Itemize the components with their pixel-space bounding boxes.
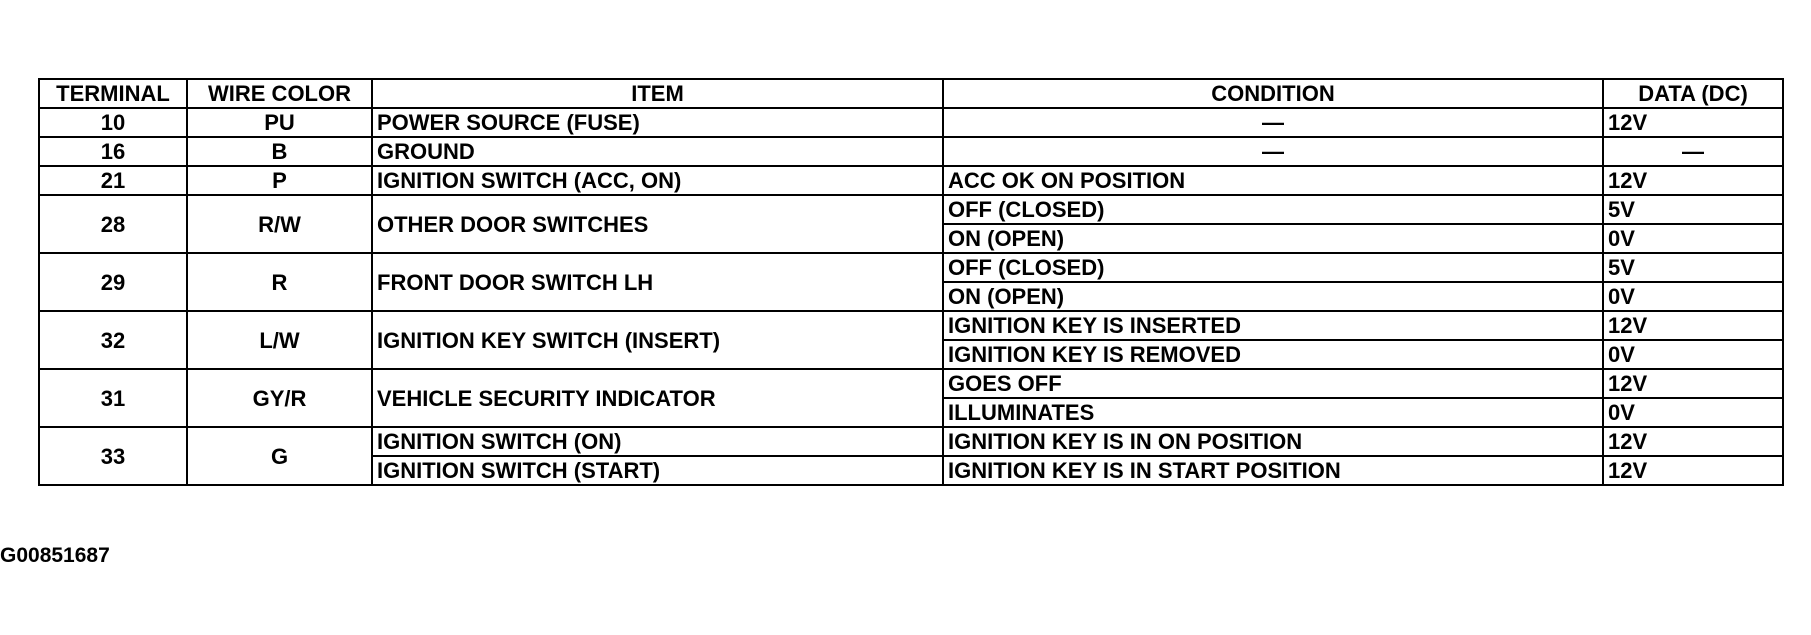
table-row: 29 R FRONT DOOR SWITCH LH OFF (CLOSED) 5… bbox=[38, 252, 1784, 312]
header-data: DATA (DC) bbox=[1602, 78, 1784, 109]
terminal-cell: 28 bbox=[38, 194, 188, 254]
wire-cell: L/W bbox=[186, 310, 373, 370]
condition-cell: ON (OPEN) bbox=[942, 223, 1604, 254]
terminal-cell: 10 bbox=[38, 107, 188, 138]
terminal-cell: 31 bbox=[38, 368, 188, 428]
data-cell: 12V bbox=[1602, 368, 1784, 399]
wire-cell: PU bbox=[186, 107, 373, 138]
table-row: 10 PU POWER SOURCE (FUSE) — 12V bbox=[38, 107, 1784, 138]
condition-cell: ON (OPEN) bbox=[942, 281, 1604, 312]
data-cell: 0V bbox=[1602, 223, 1784, 254]
condition-cell: IGNITION KEY IS IN ON POSITION bbox=[942, 426, 1604, 457]
terminal-cell: 16 bbox=[38, 136, 188, 167]
table-row: 32 L/W IGNITION KEY SWITCH (INSERT) IGNI… bbox=[38, 310, 1784, 370]
header-row: TERMINAL WIRE COLOR ITEM CONDITION DATA … bbox=[38, 78, 1784, 109]
condition-cell: IGNITION KEY IS REMOVED bbox=[942, 339, 1604, 370]
data-cell: 12V bbox=[1602, 426, 1784, 457]
data-cell: 0V bbox=[1602, 339, 1784, 370]
data-cell: 12V bbox=[1602, 107, 1784, 138]
table-row: IGNITION SWITCH (START) IGNITION KEY IS … bbox=[39, 455, 1784, 486]
table-row: 16 B GROUND — — bbox=[38, 136, 1784, 167]
wire-cell: P bbox=[186, 165, 373, 196]
terminal-cell: 21 bbox=[38, 165, 188, 196]
item-cell: GROUND bbox=[371, 136, 944, 167]
figure-id: G00851687 bbox=[0, 544, 110, 567]
header-terminal: TERMINAL bbox=[38, 78, 188, 109]
item-cell: POWER SOURCE (FUSE) bbox=[371, 107, 944, 138]
data-cell: 12V bbox=[1602, 310, 1784, 341]
header-wire-color: WIRE COLOR bbox=[186, 78, 373, 109]
table-row: IGNITION KEY IS REMOVED 0V bbox=[39, 339, 1784, 370]
terminal-cell: 29 bbox=[38, 252, 188, 312]
condition-cell: — bbox=[942, 107, 1604, 138]
condition-cell: OFF (CLOSED) bbox=[942, 252, 1604, 283]
data-cell: — bbox=[1602, 136, 1784, 167]
wire-cell: GY/R bbox=[186, 368, 373, 428]
data-cell: 0V bbox=[1602, 397, 1784, 428]
header-item: ITEM bbox=[371, 78, 944, 109]
item-cell: OTHER DOOR SWITCHES bbox=[371, 194, 944, 254]
condition-cell: ACC OK ON POSITION bbox=[942, 165, 1604, 196]
data-cell: 5V bbox=[1602, 194, 1784, 225]
condition-cell: — bbox=[942, 136, 1604, 167]
item-cell: IGNITION SWITCH (START) bbox=[371, 455, 944, 486]
item-cell: FRONT DOOR SWITCH LH bbox=[371, 252, 944, 312]
item-cell: IGNITION KEY SWITCH (INSERT) bbox=[371, 310, 944, 370]
condition-cell: OFF (CLOSED) bbox=[942, 194, 1604, 225]
wire-cell: R bbox=[186, 252, 373, 312]
item-cell: IGNITION SWITCH (ON) bbox=[371, 426, 944, 457]
condition-cell: ILLUMINATES bbox=[942, 397, 1604, 428]
table-row: ON (OPEN) 0V bbox=[39, 281, 1784, 312]
table-row: 31 GY/R VEHICLE SECURITY INDICATOR GOES … bbox=[38, 368, 1784, 428]
condition-cell: IGNITION KEY IS INSERTED bbox=[942, 310, 1604, 341]
table-row: ILLUMINATES 0V bbox=[39, 397, 1784, 428]
data-cell: 0V bbox=[1602, 281, 1784, 312]
header-condition: CONDITION bbox=[942, 78, 1604, 109]
item-cell: IGNITION SWITCH (ACC, ON) bbox=[371, 165, 944, 196]
condition-cell: GOES OFF bbox=[942, 368, 1604, 399]
data-cell: 5V bbox=[1602, 252, 1784, 283]
wire-cell: R/W bbox=[186, 194, 373, 254]
condition-cell: IGNITION KEY IS IN START POSITION bbox=[942, 455, 1604, 486]
table-row: 33 G IGNITION SWITCH (ON) IGNITION KEY I… bbox=[38, 426, 1784, 486]
data-cell: 12V bbox=[1602, 165, 1784, 196]
item-cell: VEHICLE SECURITY INDICATOR bbox=[371, 368, 944, 428]
terminal-cell: 33 bbox=[38, 426, 188, 486]
wire-cell: B bbox=[186, 136, 373, 167]
table-row: 28 R/W OTHER DOOR SWITCHES OFF (CLOSED) … bbox=[38, 194, 1784, 254]
terminal-cell: 32 bbox=[38, 310, 188, 370]
wire-cell: G bbox=[186, 426, 373, 486]
table-row: ON (OPEN) 0V bbox=[39, 223, 1784, 254]
data-cell: 12V bbox=[1602, 455, 1784, 486]
table-row: 21 P IGNITION SWITCH (ACC, ON) ACC OK ON… bbox=[38, 165, 1784, 196]
terminal-data-table: TERMINAL WIRE COLOR ITEM CONDITION DATA … bbox=[38, 78, 1784, 486]
